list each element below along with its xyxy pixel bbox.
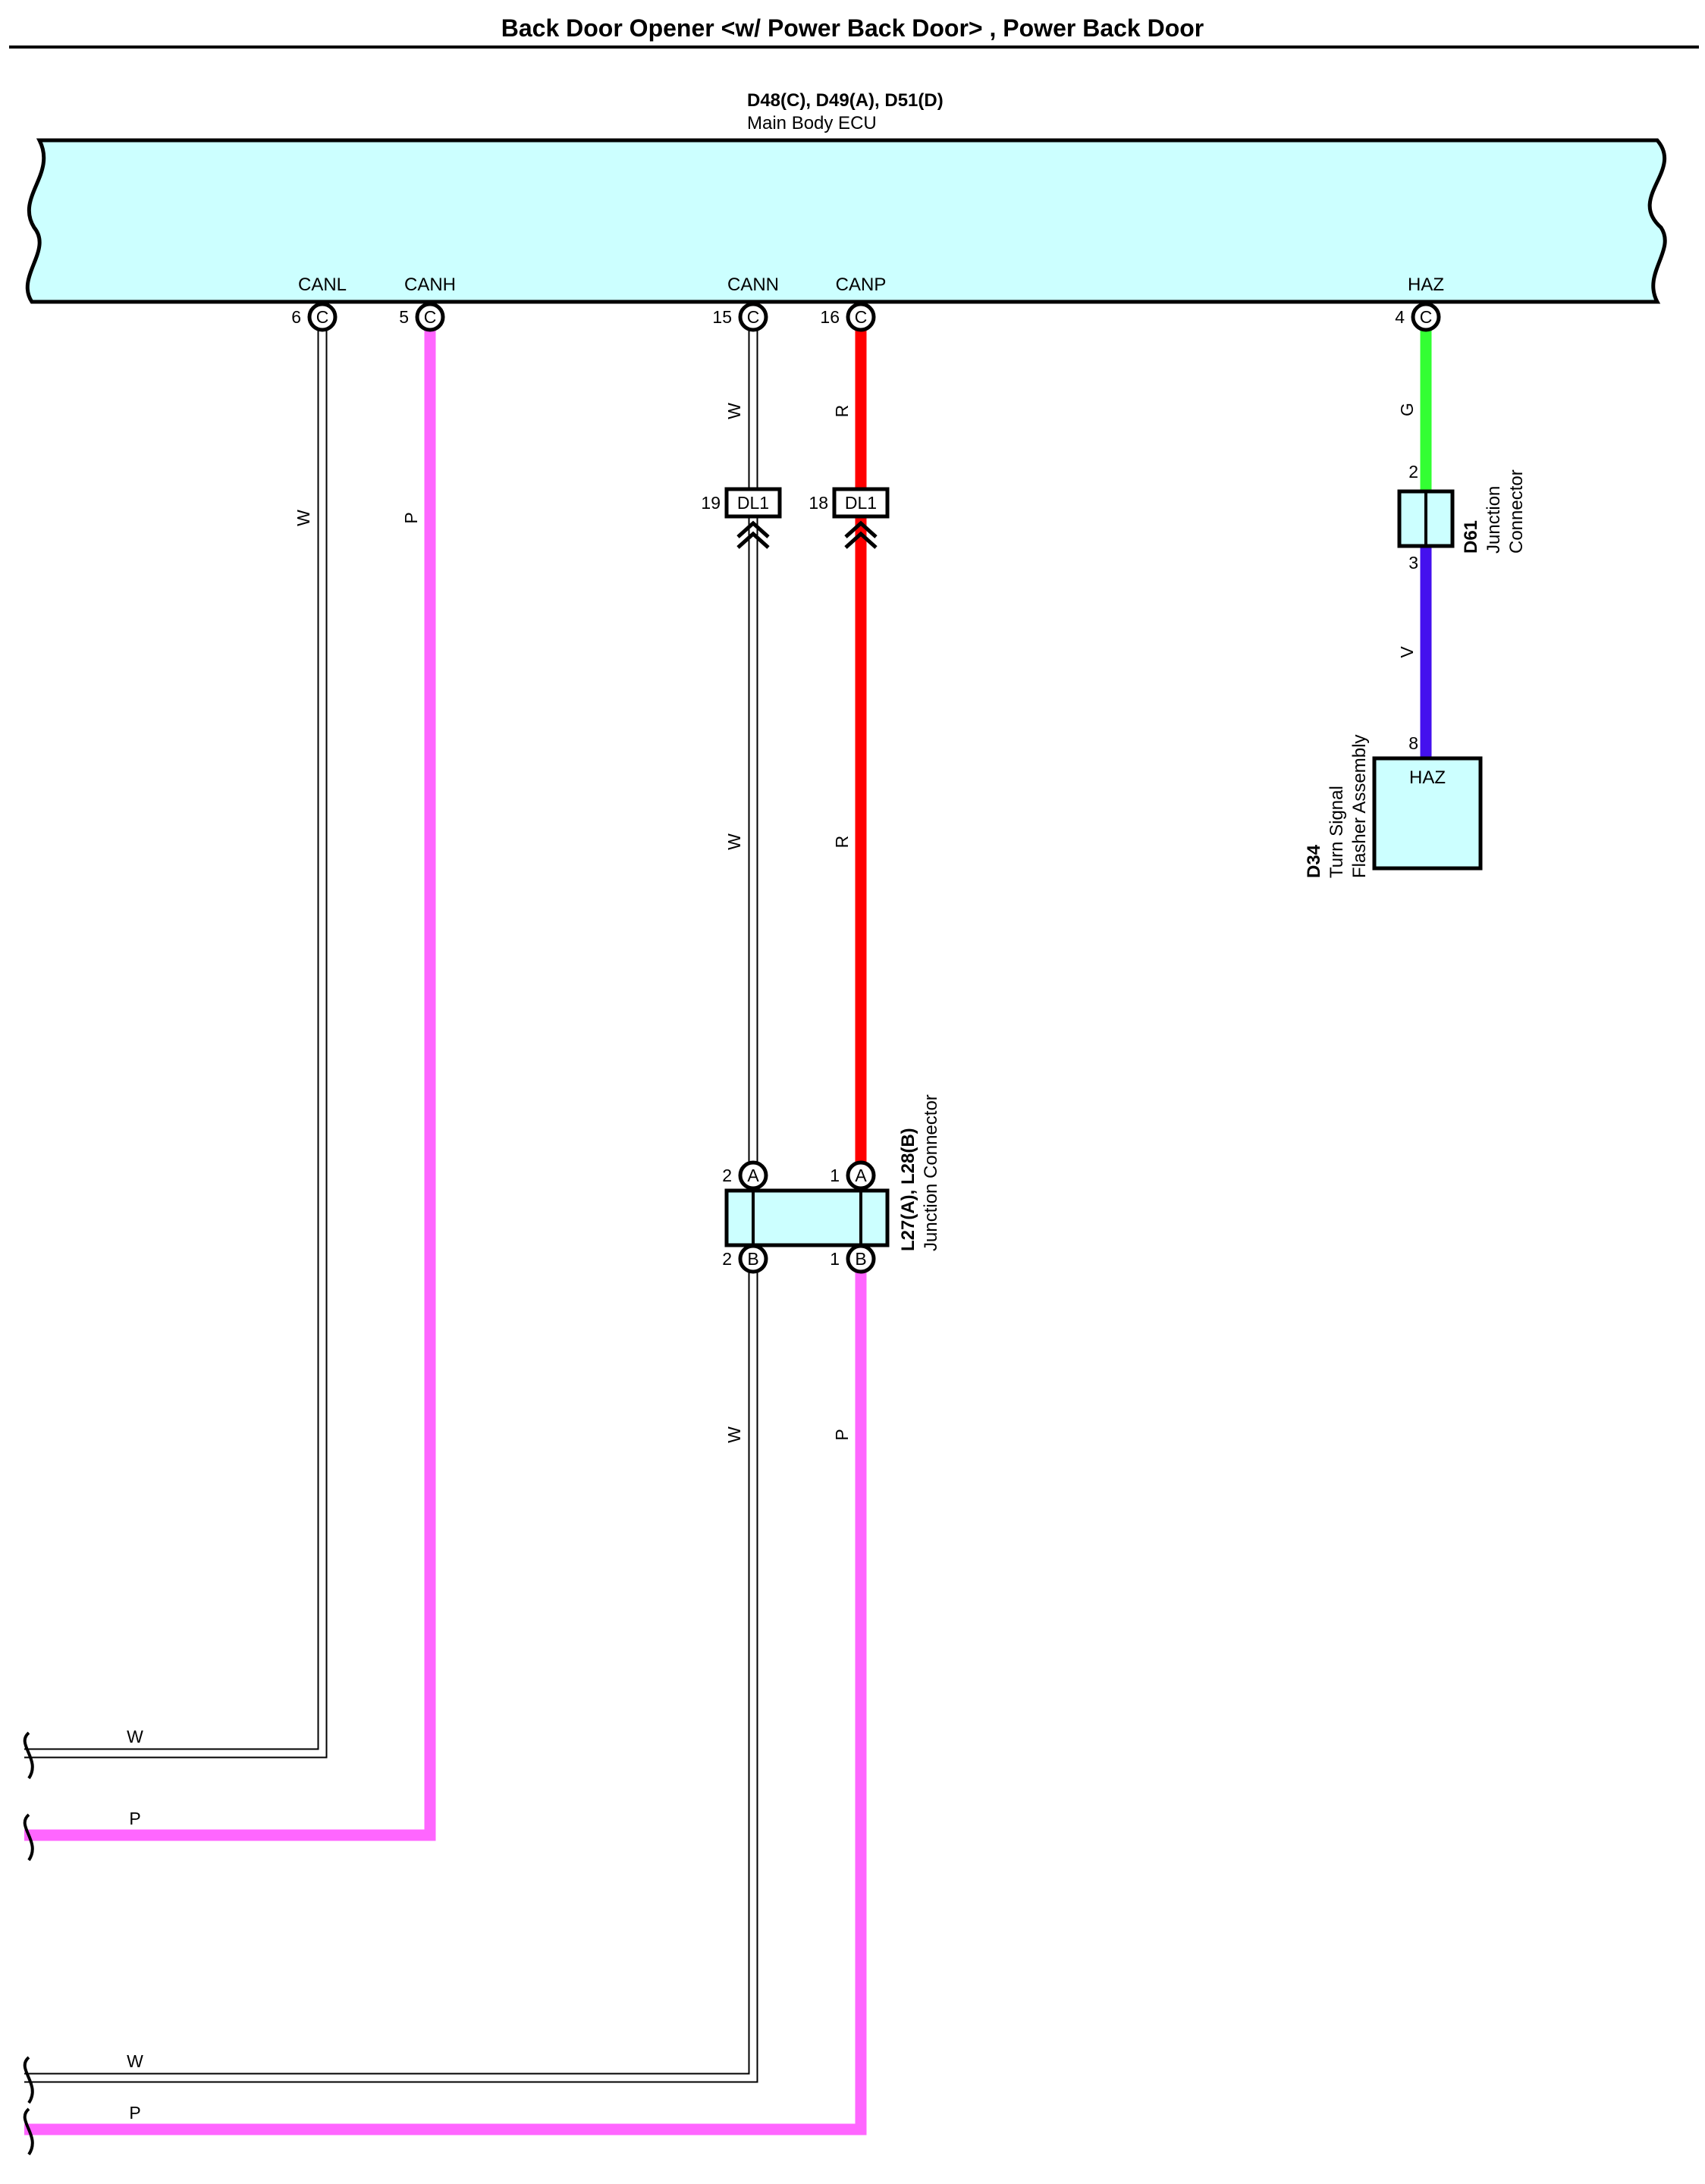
l27-pin-bot-left: 2 [722,1249,732,1269]
l27-pin-top-left: 2 [722,1166,732,1185]
wire-label-canp-mid: R [832,836,852,849]
svg-text:DL1: DL1 [737,493,769,513]
wire-label-left-w2: W [127,2051,143,2071]
pin-label-canh: CANH [404,275,456,295]
ecu-pin-canl: C 6 [291,302,338,332]
pin-label-canp: CANP [836,275,887,295]
wire-canp-pink [24,1255,867,2135]
d61-junction-connector: 2 3 D61 Junction Connector [1397,462,1527,573]
d34-pin: 8 [1408,733,1418,753]
svg-text:B: B [747,1249,758,1269]
ecu-pin-canp: C 16 [820,302,876,332]
wire-label-canp-bot: P [832,1429,852,1440]
wire-label-haz-top: G [1397,403,1417,416]
pin-num-cann: 15 [712,307,732,327]
wire-canl [24,328,328,1759]
l27-pin-top-right: 1 [830,1166,840,1185]
d34-line2: Flasher Assembly [1349,735,1370,878]
pin-label-cann: CANN [727,275,779,295]
l27-id: L27(A), L28(B) [898,1128,918,1251]
ecu-pin-haz: C 4 [1395,302,1441,332]
pin-num-canp: 16 [820,307,840,327]
pin-num-canh: 5 [399,307,409,327]
svg-text:C: C [1420,307,1433,327]
wire-label-cann-mid: W [724,833,744,850]
svg-text:DL1: DL1 [845,493,877,513]
l27-name: Junction Connector [921,1094,941,1251]
l27-pin-bot-right: 1 [830,1249,840,1269]
svg-text:A: A [747,1166,759,1185]
l27-l28-junction-connector: A 2 A 1 B 2 B 1 L27(A), L28(B) Junction … [722,1094,941,1274]
svg-text:C: C [316,307,329,327]
dl1-pin-canp: 18 [809,493,828,513]
ecu-id: D48(C), D49(A), D51(D) [747,90,944,111]
wire-cann [24,328,758,2083]
svg-text:C: C [424,307,437,327]
page-title: Back Door Opener <w/ Power Back Door> , … [501,14,1204,42]
wire-label-left-p2: P [129,2103,140,2123]
wire-label-canh: P [401,512,421,523]
wire-label-left-p1: P [129,1809,140,1828]
wire-canh [24,328,436,1841]
wire-label-haz-bot: V [1397,646,1417,658]
main-body-ecu-box [25,138,1667,304]
wire-label-canl: W [294,510,313,526]
d61-line2: Connector [1506,469,1527,554]
svg-text:A: A [855,1166,867,1185]
ecu-pin-canh: C 5 [399,302,445,332]
d34-id: D34 [1304,844,1324,878]
dl1-connector-canp: DL1 18 [809,487,890,549]
svg-text:C: C [855,307,868,327]
d61-pin-top: 2 [1408,462,1418,482]
d34-line1: Turn Signal [1327,786,1347,878]
d61-id: D61 [1461,520,1481,554]
wire-label-left-w1: W [127,1727,143,1746]
dl1-pin-cann: 19 [701,493,721,513]
pin-num-canl: 6 [291,307,301,327]
svg-text:C: C [747,307,760,327]
pin-label-canl: CANL [298,275,347,295]
d34-turn-signal-flasher: HAZ 8 D34 Turn Signal Flasher Assembly [1304,733,1483,878]
wire-label-cann-top: W [724,403,744,419]
pin-label-haz: HAZ [1408,275,1444,295]
d61-line1: Junction [1484,486,1504,554]
ecu-pin-cann: C 15 [712,302,768,332]
wire-label-cann-bot: W [724,1426,744,1443]
d34-inner-label: HAZ [1409,767,1446,788]
left-break-marks [23,1731,34,2156]
svg-text:B: B [855,1249,866,1269]
dl1-connector-cann: DL1 19 [701,487,782,549]
ecu-name: Main Body ECU [747,113,877,133]
d61-pin-bottom: 3 [1408,553,1418,573]
pin-num-haz: 4 [1395,307,1405,327]
wire-label-canp-top: R [832,405,852,418]
